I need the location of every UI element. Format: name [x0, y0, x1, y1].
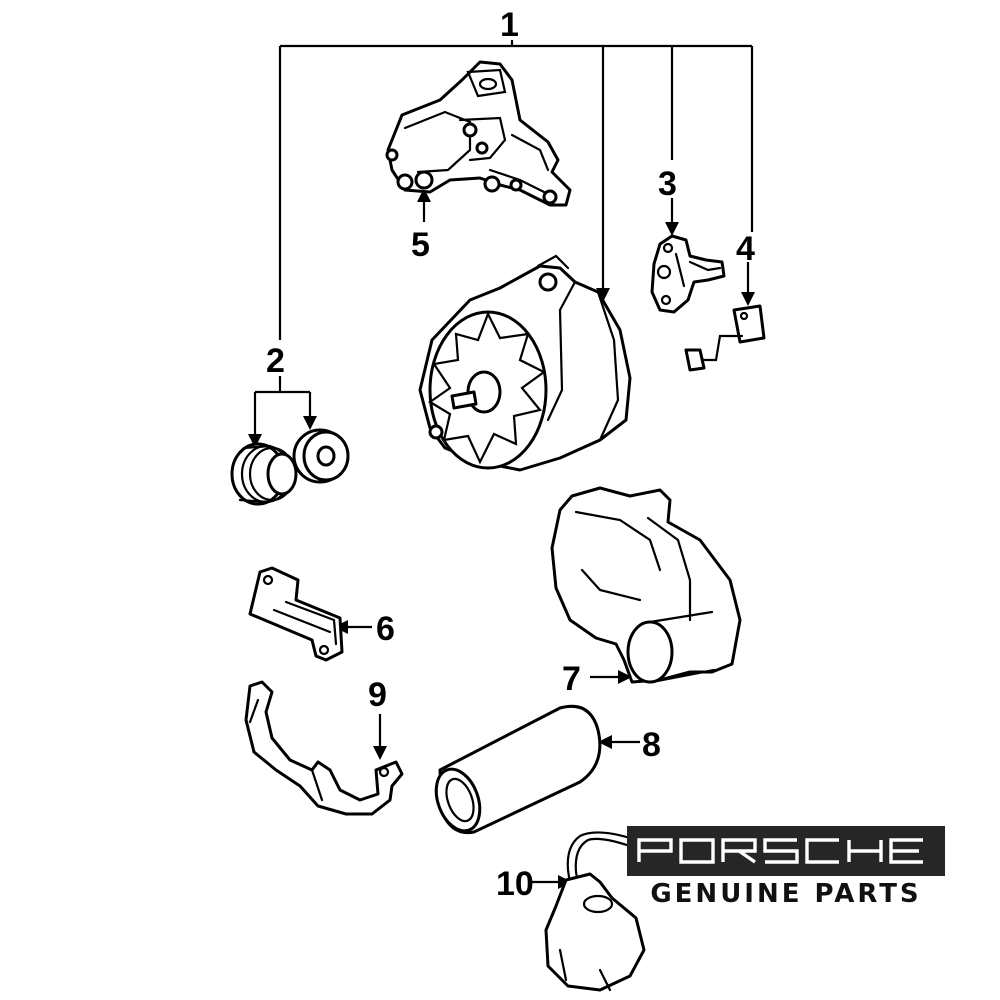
callout-3: 3: [658, 165, 677, 203]
capacitor-part: [684, 304, 766, 372]
hose-part: [434, 704, 602, 835]
genuine-parts-tagline: GENUINE PARTS: [650, 879, 922, 909]
housing-cover-part: [550, 486, 742, 684]
callout-5: 5: [411, 226, 430, 264]
callout-1: 1: [500, 6, 519, 44]
callout-9: 9: [368, 676, 387, 714]
callout-leaders: [248, 40, 755, 889]
callout-labels: 1 2 3 4 5 6 7 8 9 10: [266, 6, 755, 903]
callout-7: 7: [562, 660, 581, 698]
callout-8: 8: [642, 726, 661, 764]
sensor-part: [544, 831, 646, 992]
porsche-logo: [627, 826, 945, 876]
callout-10: 10: [496, 865, 534, 903]
callout-2: 2: [266, 342, 285, 380]
support-bracket-part: [248, 566, 344, 662]
callout-6: 6: [376, 610, 395, 648]
strap-part: [244, 680, 404, 816]
callout-4: 4: [736, 230, 755, 268]
voltage-regulator-part: [650, 234, 726, 314]
pulley-parts: [230, 428, 350, 506]
alternator-part: [418, 254, 632, 472]
mounting-bracket-part: [385, 60, 572, 207]
